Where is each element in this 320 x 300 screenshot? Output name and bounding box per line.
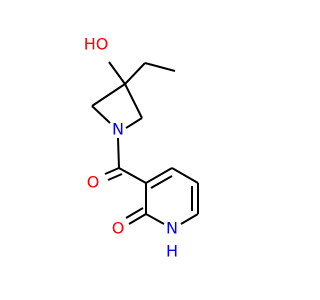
bond-c3-ring-ch2-right: [124, 83, 143, 119]
bond-c3-c4-pyridone-a: [145, 167, 173, 184]
molecule-structure-diagram: HO N O O N H: [0, 0, 300, 300]
bond-n1-c2-pyridone: [145, 213, 165, 225]
bond-ring-ch2-left-n: [91, 105, 111, 124]
bond-n-carbonyl-c: [117, 137, 120, 169]
pyridone-nitrogen-hydrogen-label: H: [166, 242, 178, 261]
bond-c2-o-pyridone-a: [128, 213, 147, 225]
bond-ring-ch2-right-n: [125, 117, 143, 129]
carbonyl-oxygen-label: O: [87, 173, 100, 192]
bond-c4-c5-pyridone: [171, 167, 199, 184]
bond-c6-n1-pyridone: [180, 213, 199, 225]
azetidine-nitrogen-label: N: [112, 120, 124, 139]
bond-carbonyl-c-o-b: [107, 173, 123, 181]
bond-c3-ring-ch2-left: [91, 83, 126, 107]
pyridone-nitrogen-label: N: [166, 219, 178, 238]
bond-c2-o-pyridone-b: [125, 207, 144, 219]
pyridone-oxygen-label: O: [112, 219, 125, 238]
bond-carbonyl-c-o-a: [104, 167, 120, 175]
bond-c3-oh: [108, 61, 126, 85]
bond-c3-c4-pyridone-b: [150, 175, 173, 189]
bond-c3-ethyl-ch2: [124, 62, 146, 85]
bonds: [91, 61, 199, 225]
hydroxyl-label: HO: [84, 35, 109, 54]
background: [0, 0, 300, 300]
bond-carbonyl-c-c3-pyridone: [118, 167, 147, 184]
atom-labels: HO N O O N H: [84, 35, 178, 261]
bond-ethyl-ch2-ch3: [144, 62, 176, 72]
